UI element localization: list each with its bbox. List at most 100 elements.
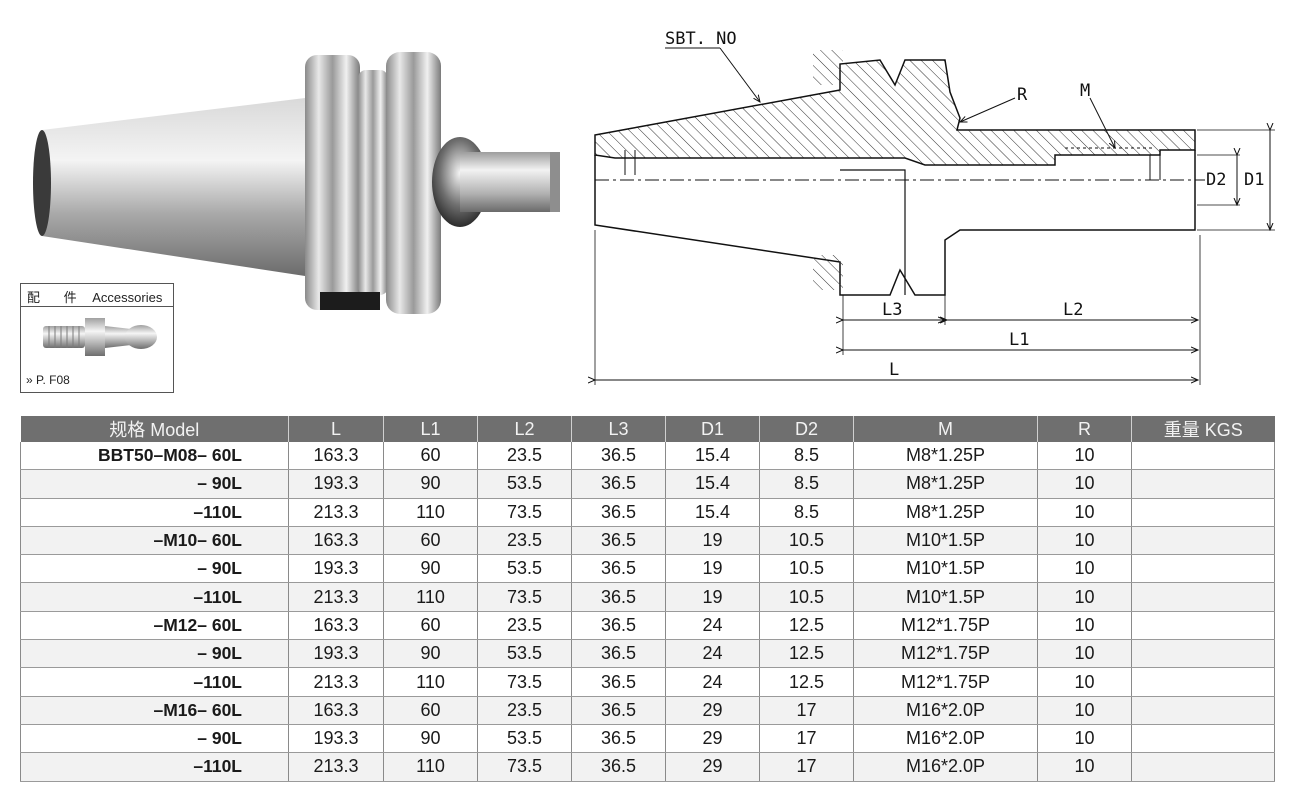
cell-l2: 53.5 [477,639,572,669]
cell-l: 193.3 [288,639,384,669]
cell-l2: 73.5 [477,582,572,612]
cell-l: 213.3 [288,582,384,612]
cell-d2: 17 [759,724,854,754]
cell-d1: 15.4 [665,442,760,471]
cell-l3: 36.5 [571,498,666,527]
cell-d2: 10.5 [759,526,854,556]
cell-l2: 23.5 [477,442,572,471]
cell-d1: 24 [665,667,760,697]
cell-d1: 19 [665,582,760,612]
cell-l3: 36.5 [571,526,666,556]
cell-d2: 8.5 [759,442,854,471]
cell-d1: 24 [665,611,760,641]
cell-l: 213.3 [288,752,384,782]
cell-l2: 53.5 [477,724,572,754]
table-header-row: 规格 Model L L1 L2 L3 D1 D2 M R 重量 KGS [20,416,1275,442]
cell-l1: 90 [383,639,478,669]
cell-d1: 19 [665,526,760,556]
cell-l: 193.3 [288,554,384,584]
cell-l1: 110 [383,582,478,612]
cell-d2: 17 [759,752,854,782]
cell-l: 163.3 [288,526,384,556]
label-l3: L3 [882,300,902,320]
cell-l2: 53.5 [477,554,572,584]
cell-l3: 36.5 [571,442,666,471]
cell-model: – 90L [20,554,289,584]
cell-l1: 90 [383,469,478,499]
cell-d2: 10.5 [759,554,854,584]
cell-d1: 19 [665,554,760,584]
cell-r: 10 [1037,667,1132,697]
header-d2: D2 [759,416,854,442]
cell-l1: 60 [383,696,478,725]
cell-r: 10 [1037,752,1132,782]
cell-model: –110L [20,667,289,697]
cell-model: BBT50–M08– 60L [20,442,289,471]
cell-d2: 12.5 [759,611,854,641]
accessories-title-cjk: 配 件 [27,290,87,305]
cell-l2: 53.5 [477,469,572,499]
cell-d2: 12.5 [759,667,854,697]
cell-l2: 23.5 [477,526,572,556]
label-r: R [1017,85,1028,105]
cell-l: 193.3 [288,469,384,499]
cell-r: 10 [1037,526,1132,556]
header-weight: 重量 KGS [1131,416,1275,442]
header-d1: D1 [665,416,760,442]
cell-weight [1131,469,1275,499]
cell-l3: 36.5 [571,582,666,612]
cell-m: M10*1.5P [853,526,1038,556]
cell-m: M8*1.25P [853,498,1038,527]
cell-weight [1131,526,1275,556]
cell-l2: 23.5 [477,696,572,725]
cell-weight [1131,696,1275,725]
cell-weight [1131,554,1275,584]
cell-d2: 8.5 [759,498,854,527]
cell-d1: 29 [665,696,760,725]
header-l1: L1 [383,416,478,442]
cell-l: 163.3 [288,696,384,725]
cell-weight [1131,582,1275,612]
cell-weight [1131,667,1275,697]
header-l2: L2 [477,416,572,442]
cell-d2: 10.5 [759,582,854,612]
cell-d1: 15.4 [665,498,760,527]
cell-l2: 23.5 [477,611,572,641]
cell-r: 10 [1037,724,1132,754]
cell-model: –M10– 60L [20,526,289,556]
cell-m: M16*2.0P [853,696,1038,725]
cell-l3: 36.5 [571,752,666,782]
cell-l1: 60 [383,526,478,556]
cell-l3: 36.5 [571,554,666,584]
tool-holder-photo [33,52,560,314]
cell-l1: 110 [383,498,478,527]
cell-weight [1131,639,1275,669]
cell-l3: 36.5 [571,469,666,499]
cell-weight [1131,611,1275,641]
cell-m: M10*1.5P [853,554,1038,584]
cell-d2: 12.5 [759,639,854,669]
label-d1: D1 [1244,170,1264,190]
cell-m: M8*1.25P [853,469,1038,499]
cell-r: 10 [1037,696,1132,725]
label-l1: L1 [1009,330,1029,350]
spec-table: 规格 Model L L1 L2 L3 D1 D2 M R 重量 KGS BBT… [20,416,1275,782]
label-l: L [889,360,899,380]
cell-m: M12*1.75P [853,639,1038,669]
cell-l3: 36.5 [571,724,666,754]
accessories-divider [21,306,173,307]
cell-d1: 24 [665,639,760,669]
cell-model: – 90L [20,724,289,754]
technical-drawing: SBT. NO R M D2 D1 L3 L2 L1 L [585,30,1275,385]
cell-m: M10*1.5P [853,582,1038,612]
cell-d1: 15.4 [665,469,760,499]
accessories-title-en: Accessories [92,290,163,305]
cell-l: 213.3 [288,498,384,527]
cell-m: M8*1.25P [853,442,1038,471]
